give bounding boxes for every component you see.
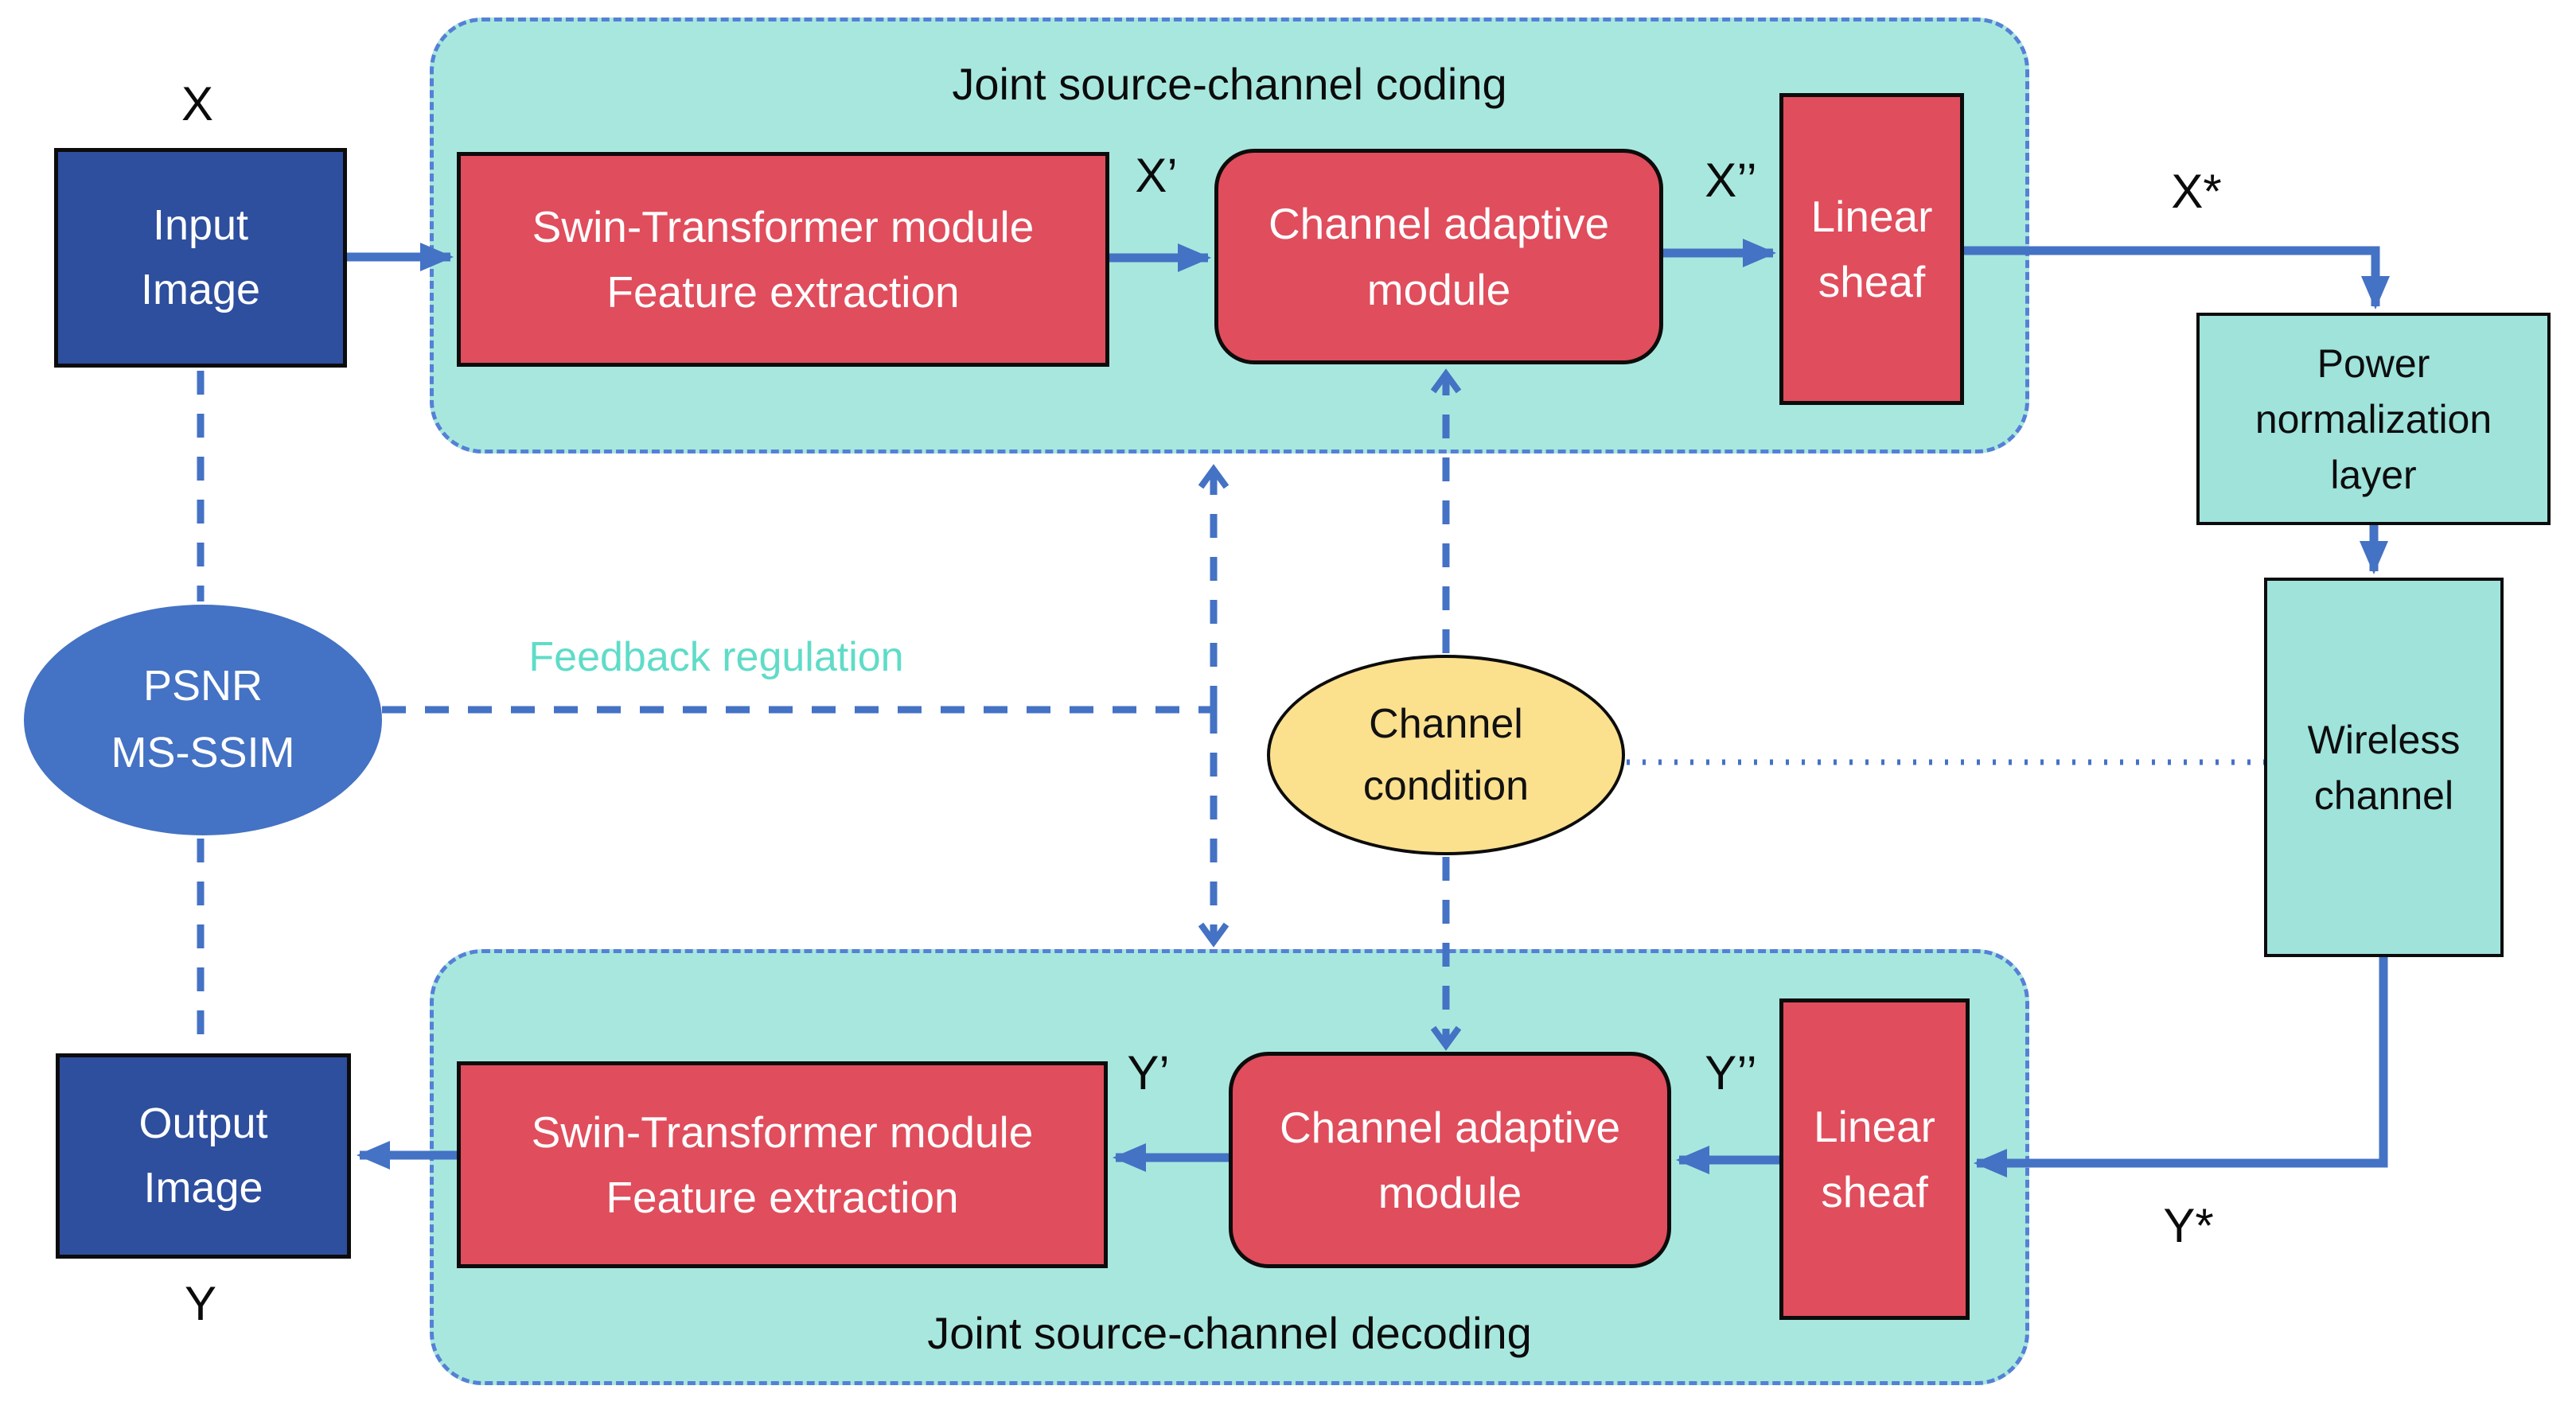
encoder-linear-sheaf-node: Linear sheaf [1779, 93, 1964, 405]
signal-label-x-prime: X’ [1135, 148, 1178, 202]
decoder-channel-adaptive-node: Channel adaptive module [1229, 1052, 1671, 1268]
signal-label-y: Y [184, 1276, 217, 1330]
decoder-swin-transformer-node: Swin-Transformer module Feature extracti… [457, 1061, 1108, 1268]
arrow-linear-sheaf-to-power-norm [1964, 246, 2390, 309]
psnr-ms-ssim-node: PSNR MS-SSIM [24, 605, 382, 835]
solid-arrows [347, 239, 2390, 1177]
input-image-node: Input Image [54, 148, 347, 368]
channel-condition-node: Channel condition [1267, 655, 1625, 855]
signal-label-y-prime: Y’ [1127, 1045, 1170, 1100]
feedback-regulation-label: Feedback regulation [528, 634, 904, 680]
signal-label-y-star: Y* [2163, 1198, 2214, 1252]
decoder-linear-sheaf-node: Linear sheaf [1779, 998, 1970, 1320]
encoder-swin-transformer-node: Swin-Transformer module Feature extracti… [457, 152, 1109, 367]
dashed-lines [197, 368, 1462, 1051]
encoder-channel-adaptive-node: Channel adaptive module [1214, 149, 1663, 364]
power-normalization-node: Power normalization layer [2196, 313, 2551, 525]
decoder-title: Joint source-channel decoding [927, 1307, 1532, 1358]
signal-label-x-double-prime: X’’ [1705, 153, 1757, 207]
encoder-title: Joint source-channel coding [952, 58, 1507, 109]
signal-label-x-star: X* [2171, 164, 2222, 218]
arrow-wireless-to-decoder-linear-sheaf [1974, 957, 2388, 1177]
output-image-node: Output Image [56, 1053, 351, 1259]
signal-label-y-double-prime: Y’’ [1705, 1045, 1757, 1100]
wireless-channel-node: Wireless channel [2264, 578, 2504, 957]
signal-label-x: X [181, 76, 214, 130]
